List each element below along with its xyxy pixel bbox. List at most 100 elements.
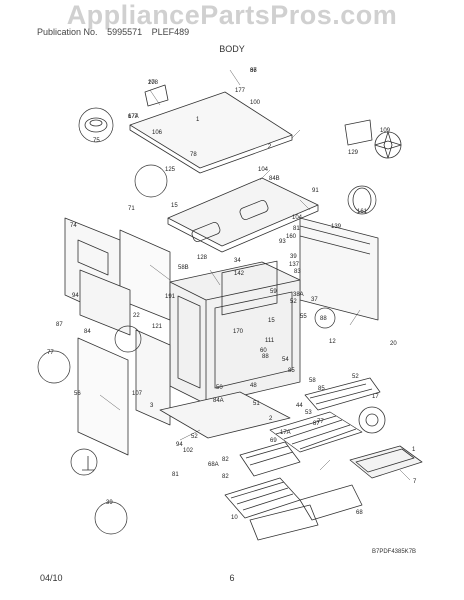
callout-label: 53 <box>305 410 312 416</box>
top-cover-panel <box>129 91 293 174</box>
callout-label: 108 <box>148 80 159 86</box>
leader-lines <box>99 69 411 481</box>
callout-label: 1 <box>412 447 416 453</box>
callout-label: 77 <box>47 350 54 356</box>
callout-label: 68A <box>208 462 219 468</box>
callout-label: 191 <box>165 294 176 300</box>
callout-label: 91 <box>312 188 319 194</box>
callout-label: 137 <box>289 262 300 268</box>
callout-label: 142 <box>234 271 245 277</box>
callout-label: 75 <box>93 138 100 144</box>
callout-label: 51 <box>253 401 260 407</box>
callout-label: 68 <box>356 510 363 516</box>
callout-label: 52 <box>352 374 359 380</box>
back-panel <box>299 217 379 321</box>
callout-circle-170 <box>37 350 71 384</box>
callout-label: 81 <box>293 226 300 232</box>
callout-label: 69 <box>270 438 277 444</box>
callout-circle-74 <box>347 185 377 215</box>
callout-label: 36 <box>250 68 257 74</box>
callout-label: 59 <box>270 289 277 295</box>
callout-circle-22 <box>114 325 142 353</box>
callout-label: 125 <box>165 167 176 173</box>
callout-label: 55 <box>300 314 307 320</box>
callout-label: 58B <box>178 265 189 271</box>
callout-label: 104 <box>292 215 303 221</box>
heating-element-lower <box>249 484 363 541</box>
callout-label: 58 <box>309 378 316 384</box>
callout-label: 139 <box>331 224 342 230</box>
callout-label: 3 <box>150 403 154 409</box>
callout-label: 160 <box>286 234 297 240</box>
callout-label: 104 <box>258 167 269 173</box>
callout-label: 15 <box>171 203 178 209</box>
callout-label: 56 <box>74 391 81 397</box>
knob-part <box>84 117 108 133</box>
callout-label: 39 <box>290 254 297 260</box>
callout-label: 88 <box>320 316 327 322</box>
callout-label: 60 <box>260 348 267 354</box>
callout-label: 94 <box>176 442 183 448</box>
callout-label: 85 <box>318 386 325 392</box>
callout-label: 39 <box>106 500 113 506</box>
element-part-74 <box>352 187 372 213</box>
callout-label: 128 <box>197 255 208 261</box>
callout-label: 161 <box>357 209 368 215</box>
callout-label: 84 <box>84 329 91 335</box>
bracket-part <box>144 84 169 107</box>
callout-circle-75 <box>78 107 114 143</box>
callout-label: 2 <box>269 416 273 422</box>
callout-label: 67 <box>250 68 257 74</box>
callout-label: 17 <box>372 394 379 400</box>
publication-label: Publication No. <box>37 27 98 37</box>
callout-label: 106 <box>152 130 163 136</box>
bake-element <box>239 441 301 477</box>
callout-label: 44 <box>296 403 303 409</box>
callout-label: 74 <box>70 223 77 229</box>
callout-label: 177 <box>128 114 139 120</box>
callout-label: 10 <box>231 515 238 521</box>
callout-label: 85 <box>288 368 295 374</box>
leveling-leg <box>82 456 94 471</box>
oven-cavity <box>169 260 301 405</box>
main-top-panel <box>167 177 319 253</box>
callout-label: 82 <box>222 457 229 463</box>
footer-page-number: 6 <box>229 573 235 583</box>
model-label: PLEF489 <box>151 27 190 37</box>
callout-label: 17A <box>280 430 291 436</box>
broil-element <box>304 377 381 411</box>
callout-label: 7 <box>413 479 417 485</box>
callout-label: 22 <box>133 313 140 319</box>
callout-label: 100 <box>250 100 261 106</box>
callout-label: 84B <box>269 176 280 182</box>
callout-label: 102 <box>183 448 194 454</box>
callout-label: 107 <box>132 391 143 397</box>
callout-label: 94 <box>72 293 79 299</box>
bottom-tray <box>159 391 291 439</box>
callout-label: 37 <box>311 297 318 303</box>
callout-label: 170 <box>233 329 244 335</box>
callout-label: 111 <box>265 338 275 344</box>
callout-label: 2 <box>268 144 272 150</box>
callout-circle-15 <box>134 164 168 198</box>
callout-label: 20 <box>390 341 397 347</box>
callout-label: 121 <box>152 324 163 330</box>
callout-label: 177 <box>235 88 246 94</box>
callout-label: 15 <box>268 318 275 324</box>
callout-label: 81 <box>172 472 179 478</box>
callout-circle-2 <box>70 448 98 476</box>
callout-label: 129 <box>348 150 359 156</box>
callout-label: 93 <box>279 239 286 245</box>
callout-label: 38A <box>293 292 304 298</box>
callout-label: 54 <box>282 357 289 363</box>
callout-label: 1 <box>196 117 200 123</box>
convection-fan <box>344 119 402 159</box>
oven-rack <box>269 411 363 453</box>
callout-circle-12 <box>314 307 336 329</box>
publication-number: 5995571 <box>107 27 143 37</box>
fan-cover-107 <box>358 406 386 434</box>
callout-label: 82 <box>222 474 229 480</box>
callout-label: 52 <box>290 299 297 305</box>
front-frame <box>135 329 171 426</box>
